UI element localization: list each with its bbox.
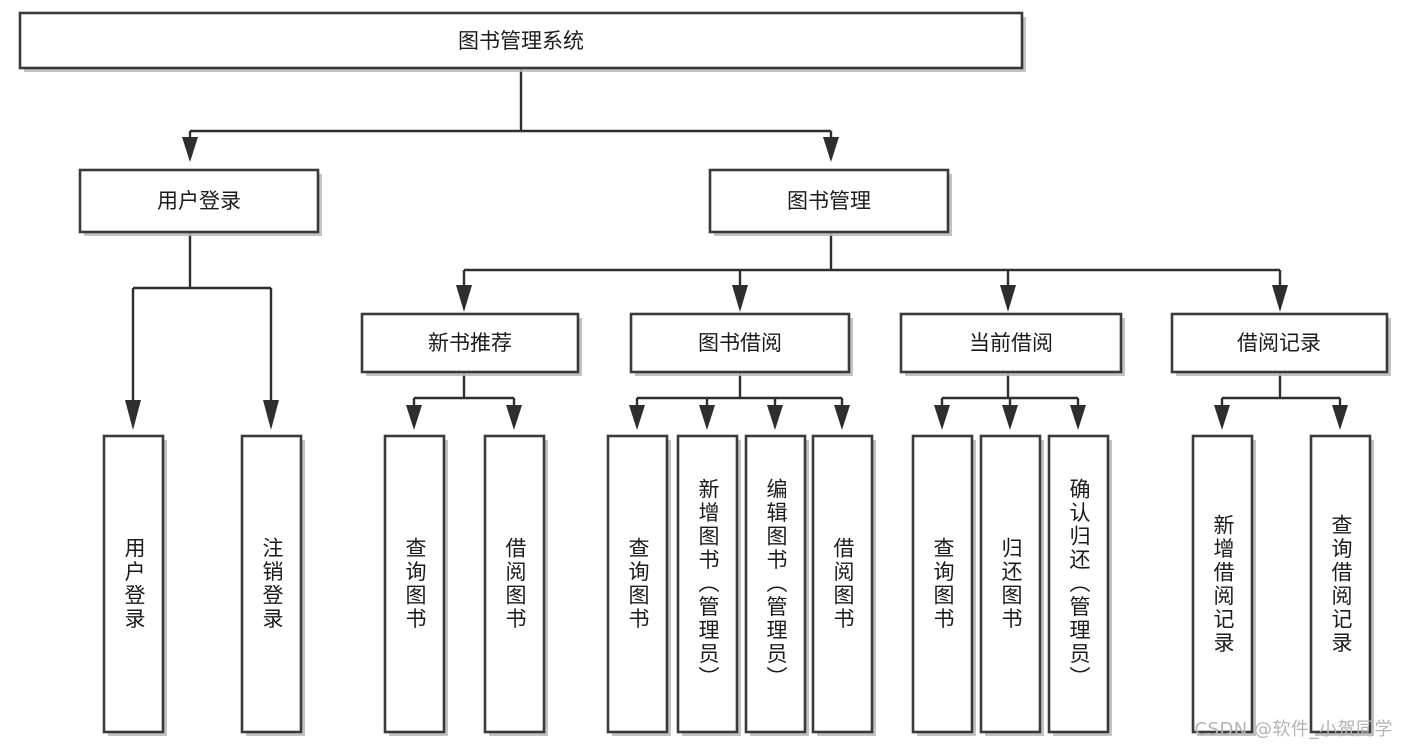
node-leaf3-box[interactable] xyxy=(383,434,446,734)
node-leaf13[interactable] xyxy=(1309,434,1374,736)
node-leaf7[interactable] xyxy=(744,434,809,736)
arrow-head-current xyxy=(1000,285,1016,312)
node-bookmgmt-box[interactable] xyxy=(708,168,950,234)
node-current-box[interactable] xyxy=(899,312,1123,374)
arrow-head-bookmgmt xyxy=(823,137,839,162)
connector-group-login xyxy=(125,232,279,430)
arrow-head-leaf2 xyxy=(263,400,279,430)
node-leaf6[interactable] xyxy=(676,434,741,736)
node-leaf11-box[interactable] xyxy=(1047,434,1110,734)
node-login[interactable] xyxy=(78,168,322,236)
node-root[interactable] xyxy=(18,11,1026,72)
node-borrow-label: 图书借阅 xyxy=(698,331,782,355)
arrow-head-newbook xyxy=(456,285,472,312)
node-records-box[interactable] xyxy=(1170,312,1389,374)
node-leaf12-box[interactable] xyxy=(1191,434,1254,734)
node-leaf9-box[interactable] xyxy=(911,434,974,734)
arrow-head-leaf8 xyxy=(834,405,850,430)
node-current[interactable] xyxy=(899,312,1125,376)
connector-group-bookmgmt xyxy=(456,232,1288,312)
arrow-head-leaf9 xyxy=(934,405,950,430)
arrow-head-leaf10 xyxy=(1002,405,1018,430)
node-leaf4[interactable] xyxy=(483,434,548,736)
node-leaf6-box[interactable] xyxy=(676,434,739,734)
connector-group-records xyxy=(1214,374,1348,430)
node-leaf8[interactable] xyxy=(811,434,876,736)
arrow-head-login xyxy=(182,137,198,162)
node-leaf5-box[interactable] xyxy=(606,434,669,734)
node-leaf10[interactable] xyxy=(979,434,1044,736)
node-leaf1-box[interactable] xyxy=(102,434,165,734)
arrow-head-borrow xyxy=(732,285,748,312)
node-login-box[interactable] xyxy=(78,168,320,234)
node-leaf2-box[interactable] xyxy=(240,434,303,734)
node-leaf10-box[interactable] xyxy=(979,434,1042,734)
node-leaf3[interactable] xyxy=(383,434,448,736)
node-leaf7-box[interactable] xyxy=(744,434,807,734)
csdn-watermark: CSDN @软件_小贺同学 xyxy=(1194,719,1393,740)
node-newbook[interactable] xyxy=(360,312,582,376)
arrow-head-leaf3 xyxy=(406,405,422,430)
arrow-head-leaf12 xyxy=(1214,405,1230,430)
node-newbook-box[interactable] xyxy=(360,312,580,374)
connector-group-root xyxy=(182,68,839,162)
node-leaf5[interactable] xyxy=(606,434,671,736)
arrow-head-leaf4 xyxy=(506,405,522,430)
connector-group-newbook xyxy=(406,374,522,430)
node-root-label: 图书管理系统 xyxy=(458,29,584,53)
node-records-label: 借阅记录 xyxy=(1237,331,1321,355)
node-login-label: 用户登录 xyxy=(157,189,241,213)
arrow-head-leaf6 xyxy=(699,405,715,430)
node-borrow[interactable] xyxy=(629,312,853,376)
node-borrow-box[interactable] xyxy=(629,312,851,374)
node-leaf4-box[interactable] xyxy=(483,434,546,734)
node-current-label: 当前借阅 xyxy=(969,331,1053,355)
node-leaf2[interactable] xyxy=(240,434,305,736)
node-bookmgmt[interactable] xyxy=(708,168,952,236)
arrow-head-leaf11 xyxy=(1070,405,1086,430)
arrow-head-leaf13 xyxy=(1332,405,1348,430)
arrow-head-leaf1 xyxy=(125,400,141,430)
node-leaf12[interactable] xyxy=(1191,434,1256,736)
node-newbook-label: 新书推荐 xyxy=(428,331,512,355)
node-bookmgmt-label: 图书管理 xyxy=(787,189,871,213)
connector-group-borrow xyxy=(629,374,850,430)
arrow-head-leaf7 xyxy=(767,405,783,430)
node-root-box[interactable] xyxy=(18,11,1024,70)
node-leaf8-box[interactable] xyxy=(811,434,874,734)
node-leaf11[interactable] xyxy=(1047,434,1112,736)
connector-group-current xyxy=(934,374,1086,430)
node-records[interactable] xyxy=(1170,312,1391,376)
arrow-head-records xyxy=(1272,285,1288,312)
arrow-head-leaf5 xyxy=(629,405,645,430)
node-leaf1[interactable] xyxy=(102,434,167,736)
node-leaf13-box[interactable] xyxy=(1309,434,1372,734)
node-leaf9[interactable] xyxy=(911,434,976,736)
